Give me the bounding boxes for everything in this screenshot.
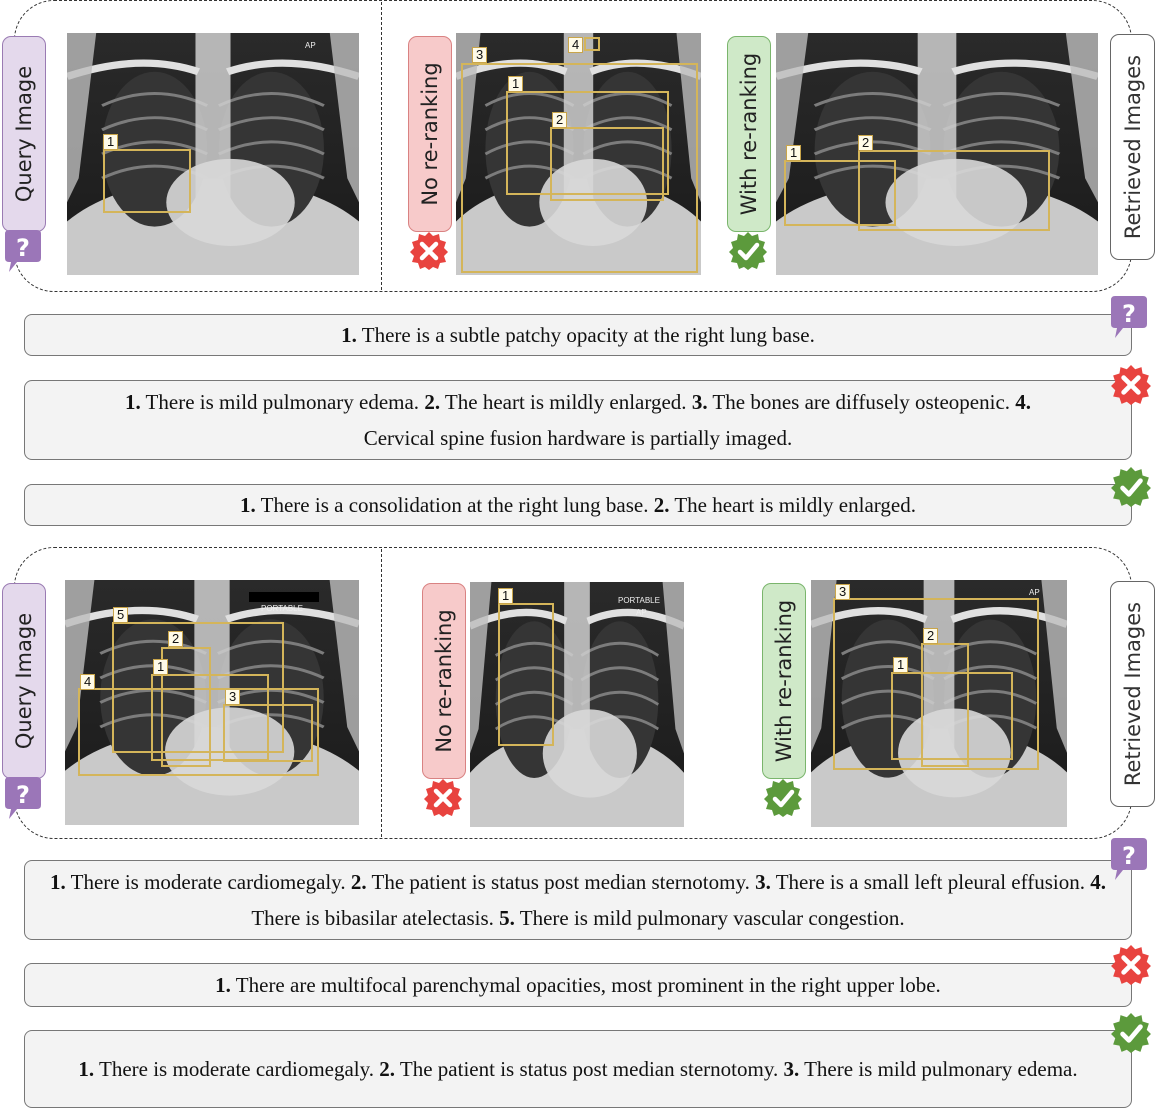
bbox [498, 603, 554, 746]
retrieved-images-label: Retrieved Images [1120, 601, 1145, 787]
question-icon [3, 228, 43, 274]
with-reranking-label: With re-ranking [737, 52, 761, 216]
with-reranking-tab: With re-ranking [727, 36, 771, 232]
bbox-label: 5 [113, 607, 129, 623]
query-report: 1. There is moderate cardiomegaly. 2. Th… [24, 860, 1132, 940]
query-report: 1. There is a subtle patchy opacity at t… [24, 314, 1132, 356]
bbox-label: 2 [858, 135, 874, 151]
query-xray-image: PORTABLE 5 2 1 3 4 [65, 580, 359, 825]
example-1-divider [381, 2, 382, 290]
no-reranking-xray-image: PORTABLE AP 1 [470, 582, 684, 827]
bbox-label: 1 [498, 588, 514, 604]
query-xray-image: AP 1 [67, 33, 359, 275]
bbox [784, 160, 896, 226]
check-icon [1110, 1012, 1152, 1054]
bbox [584, 37, 600, 51]
with-reranking-report: 1. There is moderate cardiomegaly. 2. Th… [24, 1030, 1132, 1108]
with-reranking-tab: With re-ranking [762, 583, 806, 779]
bbox-label: 1 [508, 76, 524, 92]
bbox-label: 1 [153, 659, 169, 675]
check-icon [728, 231, 768, 271]
bbox [78, 688, 319, 776]
bbox-label: 2 [168, 631, 184, 647]
no-reranking-label: No re-ranking [432, 609, 456, 753]
bbox-label: 1 [786, 145, 802, 161]
query-image-label: Query Image [12, 612, 36, 750]
bbox [223, 704, 313, 762]
ap-marker: AP [636, 608, 647, 617]
retrieved-images-label: Retrieved Images [1120, 54, 1145, 240]
cross-icon [423, 778, 463, 818]
bbox-label: 4 [80, 674, 96, 690]
bbox [550, 127, 664, 201]
report-text: 1. There is a subtle patchy opacity at t… [341, 323, 815, 347]
no-reranking-xray-image: 3 1 2 4 [456, 33, 701, 275]
bbox [151, 674, 269, 761]
bbox-label: 3 [472, 47, 488, 63]
no-reranking-report: 1. There are multifocal parenchymal opac… [24, 963, 1132, 1007]
bbox [921, 643, 969, 767]
cross-icon [1110, 364, 1152, 406]
report-text: 1. There is a consolidation at the right… [240, 493, 916, 517]
no-reranking-tab: No re-ranking [422, 583, 466, 779]
bbox [103, 149, 191, 213]
question-icon [1108, 294, 1150, 340]
report-text: 1. There is moderate cardiomegaly. 2. Th… [78, 1057, 1078, 1081]
with-reranking-report: 1. There is a consolidation at the right… [24, 484, 1132, 526]
with-reranking-label: With re-ranking [772, 599, 796, 763]
no-reranking-label: No re-ranking [418, 62, 442, 206]
report-text: 1. There are multifocal parenchymal opac… [215, 973, 941, 997]
bbox-label: 2 [552, 112, 568, 128]
portable-marker-bar [249, 592, 319, 602]
query-image-tab: Query Image [2, 36, 46, 232]
bbox [891, 672, 1013, 760]
bbox-label: 1 [103, 134, 119, 150]
retrieved-images-tab: Retrieved Images [1110, 581, 1155, 807]
report-text: 1. There is mild pulmonary edema. 2. The… [124, 390, 1032, 450]
retrieved-images-tab: Retrieved Images [1110, 34, 1155, 260]
bbox-label: 4 [568, 37, 584, 53]
bbox [461, 63, 698, 273]
portable-marker: PORTABLE [618, 596, 660, 605]
with-reranking-xray-image: AP 3 2 1 [811, 580, 1067, 827]
question-icon [1108, 836, 1150, 882]
check-icon [1110, 466, 1152, 508]
check-icon [763, 778, 803, 818]
no-reranking-tab: No re-ranking [408, 36, 452, 232]
bbox-label: 1 [893, 657, 909, 673]
ap-marker: AP [1029, 588, 1040, 597]
bbox [161, 647, 211, 767]
example-2-divider [381, 549, 382, 837]
query-image-tab: Query Image [2, 583, 46, 779]
cross-icon [409, 231, 449, 271]
bbox-label: 2 [923, 628, 939, 644]
bbox [833, 598, 1039, 770]
with-reranking-xray-image: 1 2 [776, 33, 1098, 275]
report-text: 1. There is moderate cardiomegaly. 2. Th… [50, 870, 1106, 930]
bbox-label: 3 [835, 584, 851, 600]
query-image-label: Query Image [12, 65, 36, 203]
bbox [112, 622, 284, 753]
cross-icon [1110, 944, 1152, 986]
no-reranking-report: 1. There is mild pulmonary edema. 2. The… [24, 380, 1132, 460]
bbox [506, 91, 669, 195]
bbox [858, 150, 1050, 231]
ap-marker: AP [305, 41, 316, 50]
portable-marker: PORTABLE [261, 604, 303, 613]
question-icon [3, 775, 43, 821]
